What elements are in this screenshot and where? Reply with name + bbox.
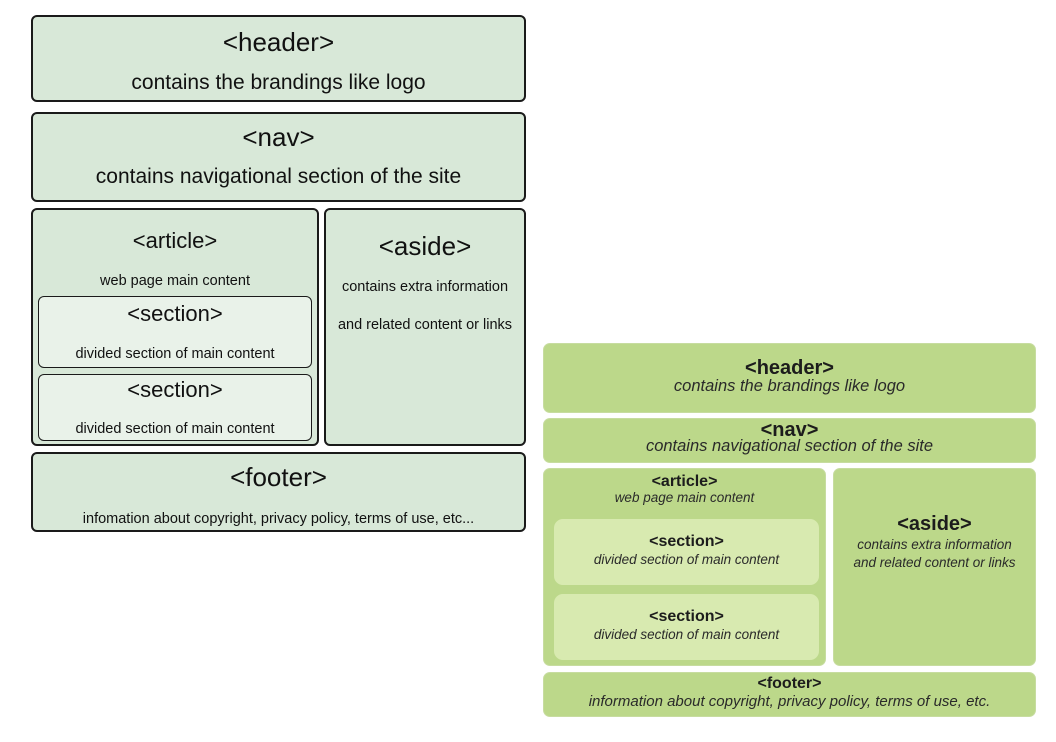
- right-header-box: <header> contains the brandings like log…: [543, 343, 1036, 413]
- left-nav-tag: <nav>: [242, 122, 315, 152]
- right-footer-tag: <footer>: [757, 675, 822, 692]
- left-section-tag-1: <section>: [127, 301, 223, 326]
- right-aside-desc-line2: and related content or links: [853, 555, 1016, 570]
- right-footer-desc: information about copyright, privacy pol…: [588, 693, 991, 710]
- right-article-tag: <article>: [651, 473, 718, 490]
- left-header-tag: <header>: [222, 27, 335, 57]
- left-section-tag-2: <section>: [127, 377, 223, 402]
- right-aside-box: <aside> contains extra information and r…: [833, 468, 1036, 666]
- left-section-desc-2: divided section of main content: [75, 421, 275, 437]
- left-section-box-1: <section> divided section of main conten…: [38, 296, 312, 368]
- right-article-desc: web page main content: [614, 490, 755, 505]
- right-article-box: <article> web page main content <section…: [543, 468, 826, 666]
- left-footer-tag: <footer>: [230, 462, 327, 492]
- left-section-desc-1: divided section of main content: [75, 346, 275, 362]
- right-aside-tag: <aside>: [897, 513, 972, 535]
- left-aside-box: <aside> contains extra information and r…: [324, 208, 526, 446]
- left-aside-desc-line1: contains extra information: [341, 279, 509, 295]
- left-footer-box: <footer> infomation about copyright, pri…: [31, 452, 526, 532]
- left-header-box: <header> contains the brandings like log…: [31, 15, 526, 102]
- right-nav-tag: <nav>: [760, 419, 819, 441]
- right-section-tag-1: <section>: [649, 533, 724, 550]
- right-header-tag: <header>: [745, 357, 834, 379]
- right-nav-box: <nav> contains navigational section of t…: [543, 418, 1036, 463]
- right-nav-desc: contains navigational section of the sit…: [645, 437, 934, 455]
- right-section-desc-2: divided section of main content: [593, 627, 780, 642]
- right-section-desc-1: divided section of main content: [593, 552, 780, 567]
- left-section-box-2: <section> divided section of main conten…: [38, 374, 312, 441]
- left-aside-desc-line2: and related content or links: [337, 317, 513, 333]
- right-aside-desc-line1: contains extra information: [857, 537, 1012, 552]
- left-article-tag: <article>: [132, 228, 218, 253]
- left-article-box: <article> web page main content <section…: [31, 208, 319, 446]
- right-section-box-1: <section> divided section of main conten…: [554, 519, 819, 585]
- right-header-desc: contains the brandings like logo: [673, 377, 906, 395]
- right-section-tag-2: <section>: [649, 608, 724, 625]
- right-footer-box: <footer> information about copyright, pr…: [543, 672, 1036, 717]
- left-article-desc: web page main content: [100, 273, 250, 289]
- left-aside-tag: <aside>: [378, 231, 472, 261]
- left-header-desc: contains the brandings like logo: [131, 71, 426, 94]
- left-footer-desc: infomation about copyright, privacy poli…: [82, 511, 475, 527]
- left-nav-box: <nav> contains navigational section of t…: [31, 112, 526, 202]
- left-nav-desc: contains navigational section of the sit…: [95, 165, 462, 188]
- right-section-box-2: <section> divided section of main conten…: [554, 594, 819, 660]
